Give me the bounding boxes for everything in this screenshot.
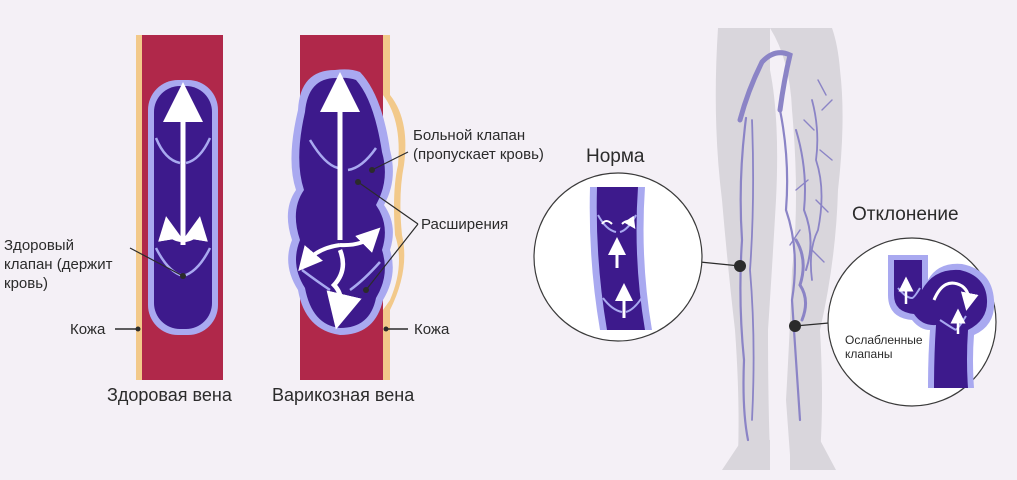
arrow-down-icon [326,249,362,330]
pointer-line-diseased-valve [371,151,409,171]
pointer-dot-icon [180,273,186,279]
caption-healthy-vein: Здоровая вена [107,385,232,405]
pointer-line-dilations [357,181,419,291]
lower-valve [301,261,381,292]
pointer-line-healthy-valve [129,247,184,277]
leg-veins [737,50,833,442]
arrow-curve-icon [932,281,979,311]
skin-layer [136,35,144,380]
diseased-valve-label: Больной клапан (пропускает кровь) [413,127,544,163]
arrow-split-right [339,227,381,253]
skin-label-left: Кожа [70,321,106,338]
varicose-vein [287,35,419,380]
healthy-valve-label: Здоровый клапан (держит кровь) [4,237,113,292]
pointer-line-norm [699,261,741,267]
upper-valve [308,139,378,172]
pointer-dot-icon [369,167,375,173]
deviation-zoom [827,237,997,407]
legs-silhouette [699,28,843,470]
upper-valve [154,137,212,165]
arrow-split-right [182,216,208,242]
arrow-split-left [298,243,341,272]
skin-label-right: Кожа [414,321,450,338]
pointer-dot-icon [789,320,801,332]
healthy-vein [115,35,223,380]
arrow-split-left [158,216,184,242]
weak-valves-label: Ослабленные клапаны [845,333,923,361]
norm-title: Норма [586,146,645,167]
right-leg [770,28,843,455]
left-leg [715,28,778,455]
pointer-dot-icon [734,260,746,272]
dilations-label: Расширения [421,216,509,233]
deviation-title: Отклонение [852,204,959,225]
caption-varicose-vein: Варикозная вена [272,385,415,405]
norm-zoom [533,172,703,342]
lower-valve [602,295,644,313]
